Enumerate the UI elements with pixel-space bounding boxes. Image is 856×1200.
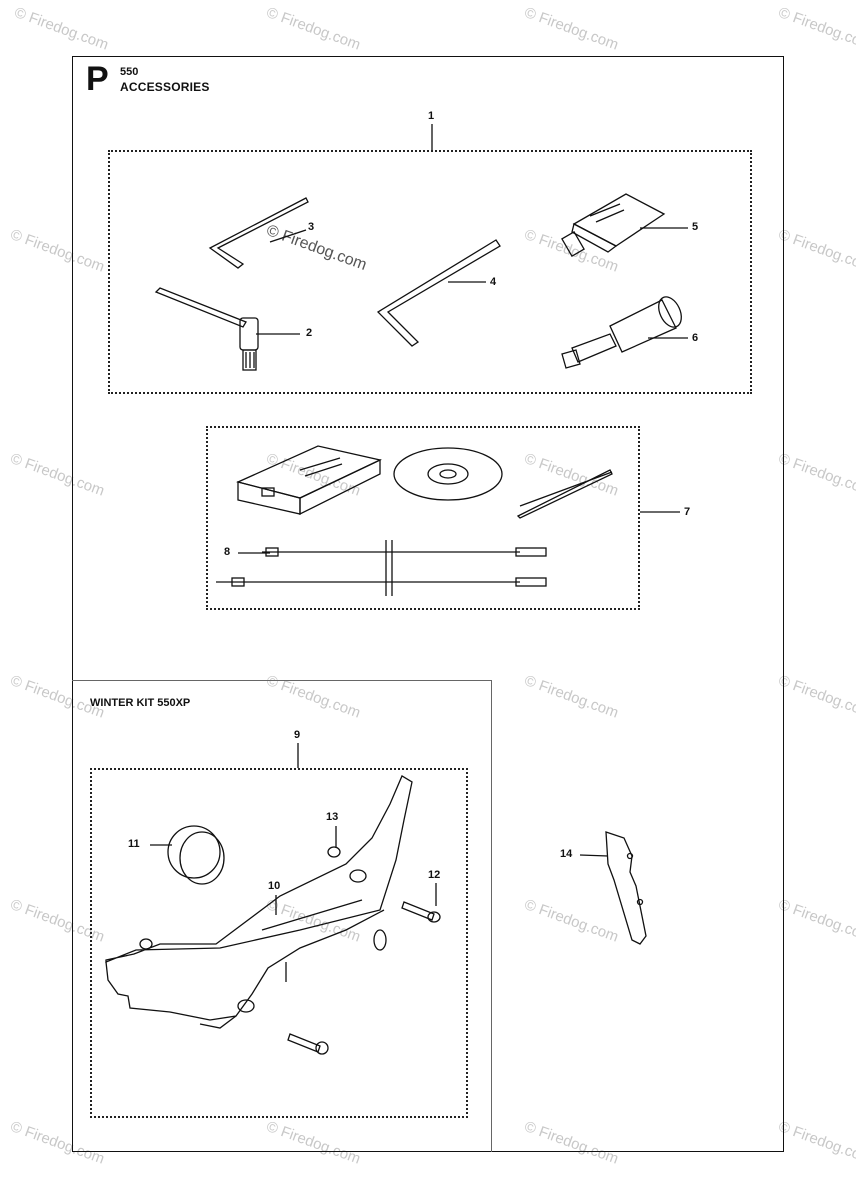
cables [216, 540, 547, 596]
hex-key-large [376, 239, 501, 347]
callout-7: 7 [684, 506, 691, 518]
section-title: ACCESSORIES [120, 80, 210, 94]
callout-12: 12 [428, 869, 441, 881]
callout-2: 2 [306, 327, 313, 339]
diagnostic-box [236, 445, 382, 516]
callout-1: 1 [428, 110, 435, 122]
air-flap [605, 831, 647, 945]
group-box-9 [90, 768, 468, 1118]
sheet-letter: P [86, 60, 109, 98]
callout-13: 13 [326, 811, 339, 823]
group-box-1 [108, 150, 752, 394]
tweezers [516, 469, 613, 519]
callout-11: 11 [128, 838, 140, 850]
cd-disc [393, 447, 503, 501]
callout-10: 10 [268, 880, 281, 892]
group-box-7 [206, 426, 640, 610]
callout-9: 9 [294, 729, 301, 741]
o-ring [327, 846, 341, 858]
combination-wrench [154, 287, 259, 371]
callout-8: 8 [224, 546, 231, 558]
callout-14: 14 [560, 848, 573, 860]
rubber-plug [167, 825, 225, 885]
leader-14 [579, 854, 609, 857]
model-number: 550 [120, 66, 139, 78]
winter-cover [105, 775, 413, 1029]
callout-6: 6 [692, 332, 699, 344]
callout-5: 5 [692, 221, 699, 233]
callout-3: 3 [308, 221, 315, 233]
leader-3 [269, 229, 307, 243]
callout-4: 4 [490, 276, 497, 288]
winter-kit-panel [72, 680, 492, 1152]
diagram-frame [72, 56, 784, 1152]
hex-key-small [208, 197, 309, 269]
screw-upper [401, 901, 441, 923]
gun-tool [561, 296, 682, 369]
grease-tube [561, 193, 666, 258]
winter-kit-title: WINTER KIT 550XP [90, 697, 191, 709]
screw-lower [287, 1033, 329, 1055]
